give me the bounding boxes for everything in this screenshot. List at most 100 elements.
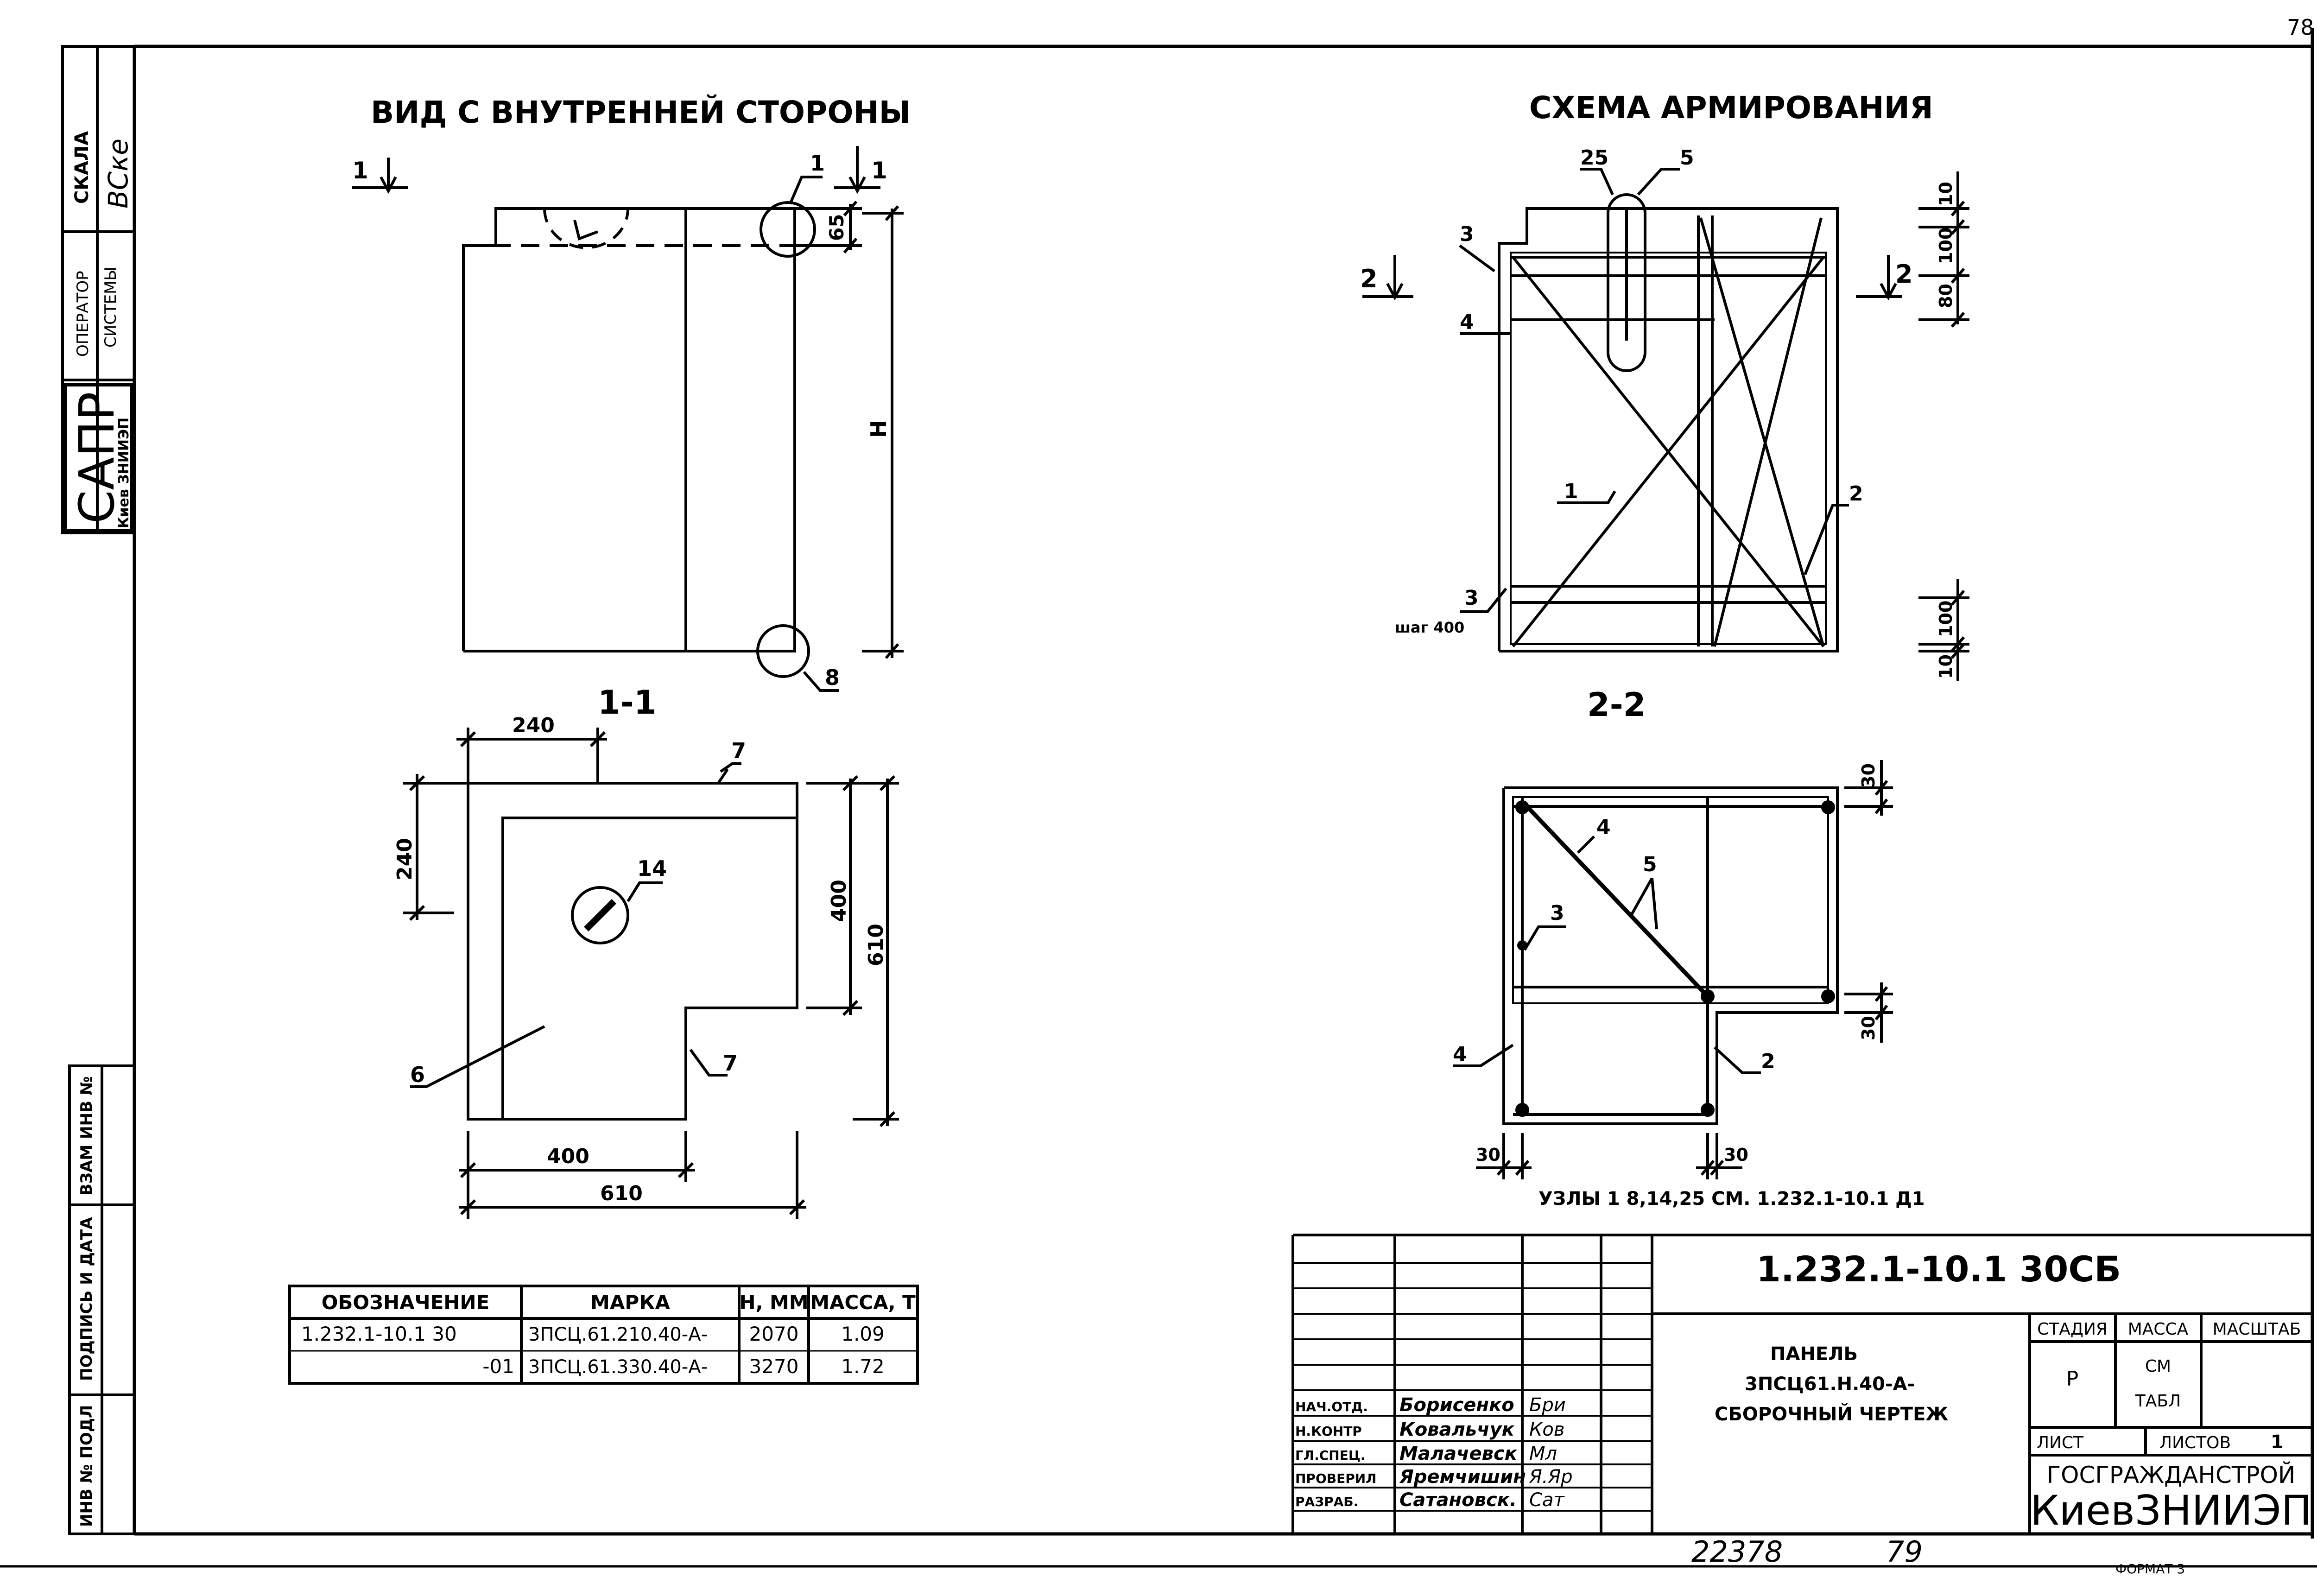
pos-7-label-a: 7 <box>723 1051 738 1076</box>
role-head-dept: НАЧ.ОТД. <box>1295 1399 1368 1414</box>
spec-row2-designation: -01 <box>482 1355 514 1378</box>
dim-30-mid: 30 <box>1858 1016 1879 1040</box>
pos-8-label: 8 <box>825 665 840 690</box>
inner-view-title: ВИД С ВНУТРЕННЕЙ СТОРОНЫ <box>371 94 911 130</box>
spec-row1-mass: 1.09 <box>841 1323 885 1345</box>
cut-mark-2-left: 2 <box>1360 264 1378 293</box>
panel-elevation <box>352 146 904 692</box>
spec-header-h: Н, ММ <box>739 1291 808 1314</box>
pos-4-label-b: 4 <box>1596 816 1611 839</box>
dim-610-bottom: 610 <box>600 1182 643 1205</box>
stamp-inv-label: ИНВ № ПОДЛ <box>77 1405 96 1527</box>
stamp-scale-handwritten: ВСке <box>102 139 134 209</box>
title-block <box>1291 1234 2312 1534</box>
doc-code: 1.232.1-10.1 30СБ <box>1756 1248 2121 1290</box>
doc-name-line2: 3ПСЦ61.Н.40-А- <box>1745 1374 1915 1395</box>
pos-4-label-c: 4 <box>1453 1043 1467 1066</box>
name-developed: Сатановск. <box>1399 1489 1517 1511</box>
archive-number: 22378 <box>1691 1535 1783 1569</box>
pos-2-label-b: 2 <box>1761 1050 1775 1073</box>
role-developed: РАЗРАБ. <box>1295 1494 1358 1509</box>
org-name-2: КиевЗНИИЭП <box>2030 1487 2312 1534</box>
stage-value: Р <box>2066 1367 2079 1391</box>
spec-row2-mass: 1.72 <box>841 1355 885 1378</box>
signature-head-dept: Бри <box>1529 1394 1566 1416</box>
spec-row1-h: 2070 <box>749 1323 799 1345</box>
dim-240-left: 240 <box>393 838 417 880</box>
spec-row1-designation: 1.232.1-10.1 30 <box>301 1323 457 1345</box>
mass-value-2: ТАБЛ <box>2135 1392 2181 1411</box>
org-name-1: ГОСГРАЖДАНСТРОЙ <box>2047 1461 2296 1488</box>
pos-1-label-b: 1 <box>1564 480 1578 503</box>
sheet-label: ЛИСТ <box>2037 1433 2084 1452</box>
spec-header-mark: МАРКА <box>590 1291 670 1314</box>
dim-400-right: 400 <box>827 880 851 922</box>
dim-30-top: 30 <box>1858 763 1879 788</box>
stamp-operator-label: ОПЕРАТОР <box>74 271 92 357</box>
stamp-sapr-sub: Киев ЗНИИЭП <box>116 418 132 528</box>
spec-header-mass: МАССА, Т <box>810 1291 916 1314</box>
signature-checked: Я.Яр <box>1529 1466 1573 1488</box>
spec-row1-mark: 3ПСЦ.61.210.40-А- <box>528 1324 708 1345</box>
dim-10-bottom: 10 <box>1936 654 1956 679</box>
format-label: ФОРМАТ 3 <box>2115 1561 2185 1577</box>
dim-100-bottom: 100 <box>1936 601 1956 637</box>
side-stamp-bottom <box>68 1064 136 1535</box>
dim-65: 65 <box>825 214 848 241</box>
spec-table <box>288 1285 919 1385</box>
pos-3-label-a: 3 <box>1460 222 1474 246</box>
section-1-1 <box>403 728 899 1219</box>
name-checked: Яремчишин <box>1399 1466 1526 1488</box>
stamp-vzam-label: ВЗАМ ИНВ № <box>77 1076 96 1196</box>
dim-30-bottom-right: 30 <box>1724 1145 1748 1165</box>
doc-name-line1: ПАНЕЛЬ <box>1770 1343 1858 1365</box>
pos-14-label: 14 <box>637 856 667 881</box>
pos-3-label-c: 3 <box>1550 901 1564 925</box>
pos-4-label-a: 4 <box>1460 310 1474 334</box>
name-chief-spec: Малачевск <box>1399 1443 1518 1464</box>
spec-row2-mark: 3ПСЦ.61.330.40-А- <box>528 1356 708 1378</box>
sheets-label: ЛИСТОВ <box>2159 1433 2231 1452</box>
step-label: шаг 400 <box>1395 619 1464 636</box>
side-stamp-top <box>61 45 136 534</box>
cut-mark-1-right: 1 <box>871 157 887 184</box>
role-norm-control: Н.КОНТР <box>1295 1424 1362 1439</box>
stamp-sapr: САПР <box>69 392 125 524</box>
pos-25-label: 25 <box>1580 146 1608 170</box>
pos-6-label: 6 <box>410 1062 425 1087</box>
dim-400-bottom: 400 <box>547 1145 589 1168</box>
doc-name-line3: СБОРОЧНЫЙ ЧЕРТЕЖ <box>1715 1403 1948 1425</box>
stage-label: СТАДИЯ <box>2037 1320 2108 1339</box>
sheets-value: 1 <box>2271 1431 2284 1453</box>
dim-100-top: 100 <box>1936 228 1956 264</box>
reinforcement-scheme <box>1362 168 1969 681</box>
cut-mark-2-right: 2 <box>1895 260 1913 289</box>
dim-80-top: 80 <box>1936 284 1956 308</box>
section-2-2 <box>1453 760 1893 1179</box>
pos-2-label-a: 2 <box>1849 482 1863 506</box>
name-head-dept: Борисенко <box>1399 1394 1514 1416</box>
dim-610-right: 610 <box>864 924 888 966</box>
name-norm-control: Ковальчук <box>1399 1419 1515 1440</box>
cut-mark-1-left: 1 <box>352 157 368 184</box>
role-chief-spec: ГЛ.СПЕЦ. <box>1295 1448 1365 1463</box>
page-number: 78 <box>2287 15 2314 40</box>
pos-1-label: 1 <box>810 151 825 176</box>
role-checked: ПРОВЕРИЛ <box>1295 1471 1376 1486</box>
mass-value-1: СМ <box>2145 1357 2171 1376</box>
dim-30-bottom-left: 30 <box>1476 1145 1500 1165</box>
dim-10-top: 10 <box>1936 182 1956 206</box>
mass-label: МАССА <box>2128 1320 2189 1339</box>
stamp-system-label: СИСТЕМЫ <box>101 267 120 348</box>
stamp-podpis-label: ПОДПИСЬ И ДАТА <box>77 1217 96 1381</box>
nodes-note: УЗЛЫ 1 8,14,25 СМ. 1.232.1-10.1 Д1 <box>1538 1188 1925 1210</box>
pos-7-label-b: 7 <box>731 738 746 763</box>
archive-page: 79 <box>1886 1535 1923 1569</box>
scale-label: МАСШТАБ <box>2213 1320 2301 1339</box>
spec-row2-h: 3270 <box>749 1355 799 1378</box>
dim-h: Н <box>866 420 891 438</box>
reinforcement-title: СХЕМА АРМИРОВАНИЯ <box>1529 90 1933 126</box>
signature-norm-control: Ков <box>1529 1419 1564 1440</box>
section-1-1-title: 1-1 <box>598 684 656 722</box>
